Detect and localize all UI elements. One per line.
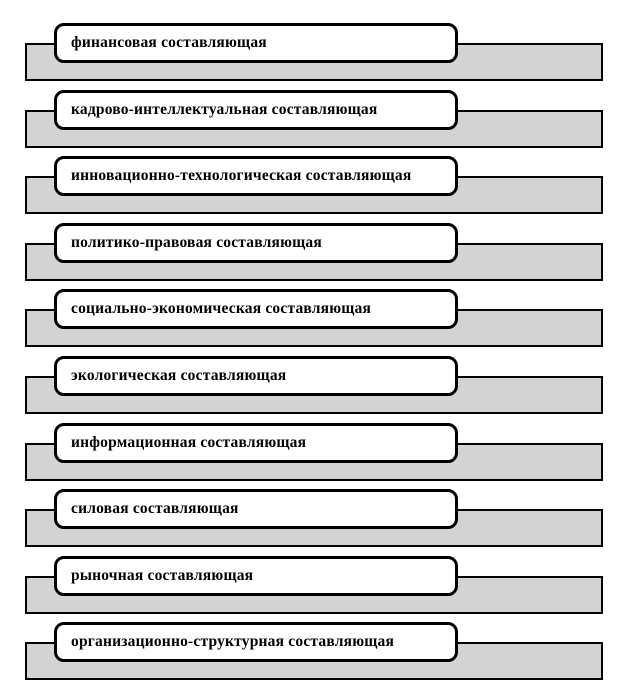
diagram-row: социально-экономическая составляющая [0,289,622,348]
diagram-row: информационная составляющая [0,422,622,481]
diagram-row: инновационно-технологическая составляюща… [0,156,622,215]
diagram-row: политико-правовая составляющая [0,222,622,281]
diagram-row: финансовая составляющая [0,23,622,81]
diagram-row: экологическая составляющая [0,355,622,414]
component-box: экологическая составляющая [54,355,458,396]
diagram-row: кадрово-интеллектуальная составляющая [0,89,622,148]
component-label: финансовая составляющая [71,34,267,51]
component-label: политико-правовая составляющая [71,233,322,251]
component-box: информационная составляющая [54,422,458,463]
component-label: организационно-структурная составляющая [71,633,395,651]
component-box: социально-экономическая составляющая [54,289,458,330]
diagram-row: рыночная составляющая [0,555,622,614]
component-box: кадрово-интеллектуальная составляющая [54,89,458,130]
component-box: финансовая составляющая [54,23,458,63]
component-box: инновационно-технологическая составляюща… [54,156,458,197]
component-label: рыночная составляющая [71,566,254,584]
component-label: силовая составляющая [71,500,239,518]
component-box: политико-правовая составляющая [54,222,458,263]
diagram-row: организационно-структурная составляющая [0,622,622,681]
component-label: экологическая составляющая [71,366,287,384]
component-box: рыночная составляющая [54,555,458,596]
component-box: организационно-структурная составляющая [54,622,458,663]
component-label: кадрово-интеллектуальная составляющая [71,100,378,118]
component-label: информационная составляющая [71,433,307,451]
diagram-row: силовая составляющая [0,489,622,548]
component-label: инновационно-технологическая составляюща… [71,167,412,185]
component-label: социально-экономическая составляющая [71,300,372,318]
component-box: силовая составляющая [54,489,458,530]
